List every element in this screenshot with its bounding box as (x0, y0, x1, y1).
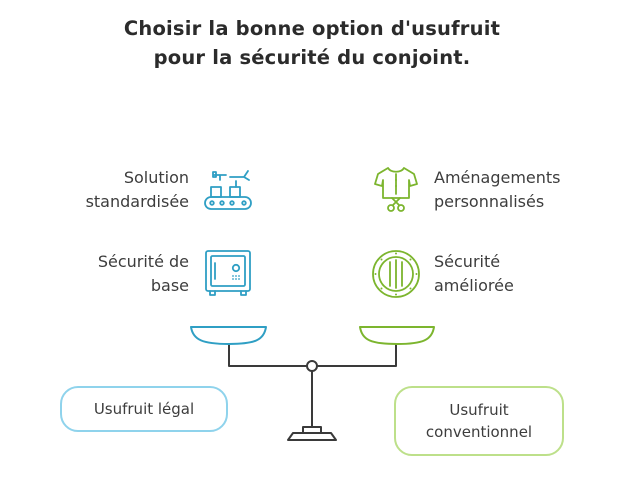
label-enhanced-security: Sécurité améliorée (434, 252, 514, 295)
title-line-1: Choisir la bonne option d'usufruit (123, 17, 501, 40)
diagram-title: Choisir la bonne option d'usufruit pour … (0, 14, 624, 72)
label-standard-solution: Solution standardisée (85, 168, 189, 211)
left-pan (190, 326, 267, 345)
vault-door-icon (372, 250, 420, 298)
title-line-2: pour la sécurité du conjoint. (153, 46, 471, 69)
right-pan (359, 326, 435, 345)
scale-frame (228, 339, 397, 441)
scale-pivot (306, 360, 318, 372)
option-conventional-usufruct: Usufruit conventionnel (394, 386, 564, 456)
label-basic-security: Sécurité de base (97, 252, 189, 295)
label-custom-arrangements: Aménagements personnalisés (434, 168, 561, 211)
tailored-shirt-scissors-icon (374, 167, 418, 212)
conveyor-belt-icon (204, 170, 252, 210)
safe-icon (205, 250, 251, 296)
option-legal-usufruct: Usufruit légal (60, 386, 228, 432)
